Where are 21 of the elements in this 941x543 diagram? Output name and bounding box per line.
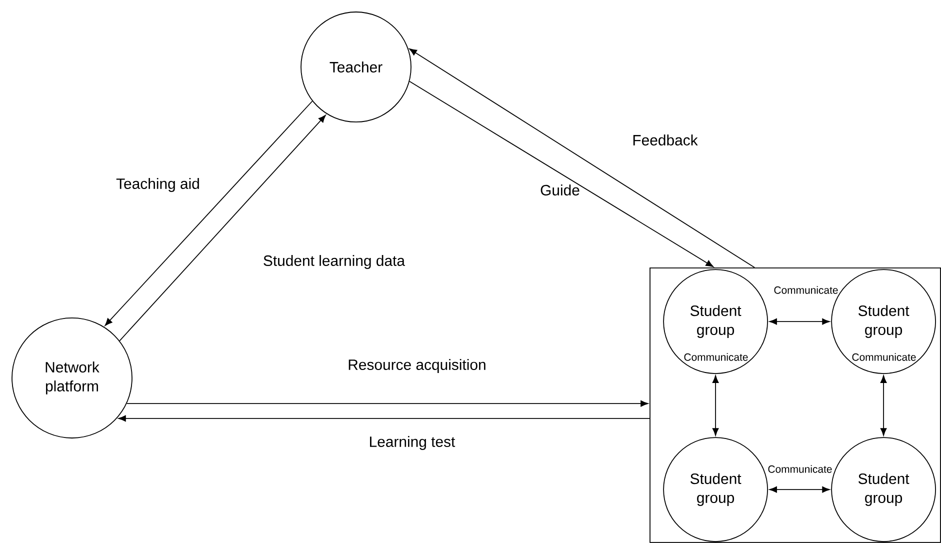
- edge-label: Communicate: [684, 353, 748, 361]
- arrow: [118, 415, 650, 422]
- arrow: [769, 486, 830, 493]
- arrow: [126, 400, 648, 407]
- edge-label: Student learning data: [264, 255, 406, 269]
- arrow: [880, 375, 887, 436]
- edge-label: Teaching aid: [116, 178, 199, 192]
- edge-label: Guide: [540, 184, 580, 196]
- arrow: [409, 48, 755, 268]
- edge-label: Feedback: [633, 134, 698, 146]
- edge-label: Communicate: [852, 353, 916, 361]
- group-frame: [650, 268, 941, 543]
- edge-label: Communicate: [768, 465, 832, 473]
- arrow: [104, 100, 313, 326]
- arrow: [769, 318, 830, 325]
- edge-label: Communicate: [774, 286, 838, 294]
- edge-label: Learning test: [370, 436, 456, 450]
- arrow: [712, 375, 719, 436]
- arrow: [119, 114, 326, 342]
- edge-label: Resource acquisition: [348, 359, 486, 373]
- arrow: [409, 80, 714, 268]
